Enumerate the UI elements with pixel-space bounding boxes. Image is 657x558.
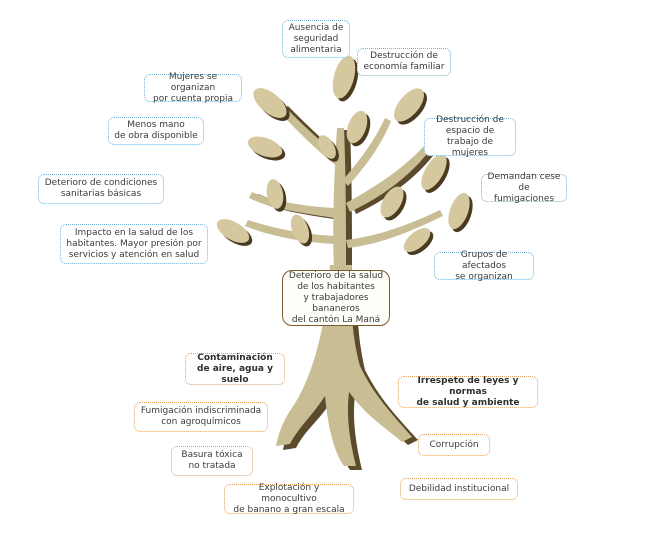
- consequence-text: Menos mano de obra disponible: [114, 120, 198, 141]
- consequence-text: Destrucción de espacio de trabajo de muj…: [436, 115, 504, 158]
- leaves: [216, 55, 473, 255]
- consequence-text: Mujeres se organizan por cuenta propia: [152, 71, 234, 104]
- cause-text: Debilidad institucional: [408, 483, 510, 494]
- cause-weak-institutions: Debilidad institucional: [400, 478, 518, 500]
- cause-law-violation: Irrespeto de leyes y normas de salud y a…: [398, 376, 538, 408]
- cause-text: Contaminación de aire, agua y suelo: [197, 352, 273, 385]
- consequence-affected-groups: Grupos de afectados se organizan: [434, 249, 534, 282]
- consequence-text: Grupos de afectados se organizan: [455, 249, 513, 282]
- consequence-text: Destrucción de economía familiar: [363, 51, 445, 72]
- cause-text: Basura tóxica no tratada: [181, 450, 243, 471]
- consequence-less-labor: Menos mano de obra disponible: [108, 117, 204, 145]
- consequence-family-economy: Destrucción de economía familiar: [357, 48, 451, 76]
- consequence-health-impact: Impacto en la salud de los habitantes. M…: [60, 224, 208, 264]
- consequence-text: Ausencia de seguridad alimentaria: [288, 22, 344, 55]
- cause-fumigation: Fumigación indiscriminada con agroquímic…: [134, 402, 268, 432]
- central-problem-text: Deterioro de la salud de los habitantes …: [288, 270, 384, 325]
- consequence-text: Demandan cese de fumigaciones: [487, 171, 561, 204]
- cause-corruption: Corrupción: [418, 434, 490, 456]
- cause-text: Irrespeto de leyes y normas de salud y a…: [416, 375, 520, 408]
- cause-banana-monoculture: Explotación y monocultivo de banano a gr…: [224, 482, 354, 515]
- consequence-women-workspace: Destrucción de espacio de trabajo de muj…: [424, 115, 516, 158]
- consequence-text: Deterioro de condiciones sanitarias bási…: [44, 178, 158, 199]
- consequence-food-security: Ausencia de seguridad alimentaria: [282, 20, 350, 58]
- consequence-stop-fumigation: Demandan cese de fumigaciones: [481, 171, 567, 204]
- consequence-sanitary-conditions: Deterioro de condiciones sanitarias bási…: [38, 174, 164, 204]
- central-problem-box: Deterioro de la salud de los habitantes …: [282, 270, 390, 326]
- cause-text: Corrupción: [429, 439, 479, 450]
- cause-toxic-waste: Basura tóxica no tratada: [171, 446, 253, 476]
- cause-contamination: Contaminación de aire, agua y suelo: [185, 353, 285, 385]
- cause-text: Fumigación indiscriminada con agroquímic…: [140, 406, 262, 427]
- cause-text: Explotación y monocultivo de banano a gr…: [233, 482, 345, 515]
- consequence-women-organize: Mujeres se organizan por cuenta propia: [144, 71, 242, 104]
- consequence-text: Impacto en la salud de los habitantes. M…: [66, 227, 202, 260]
